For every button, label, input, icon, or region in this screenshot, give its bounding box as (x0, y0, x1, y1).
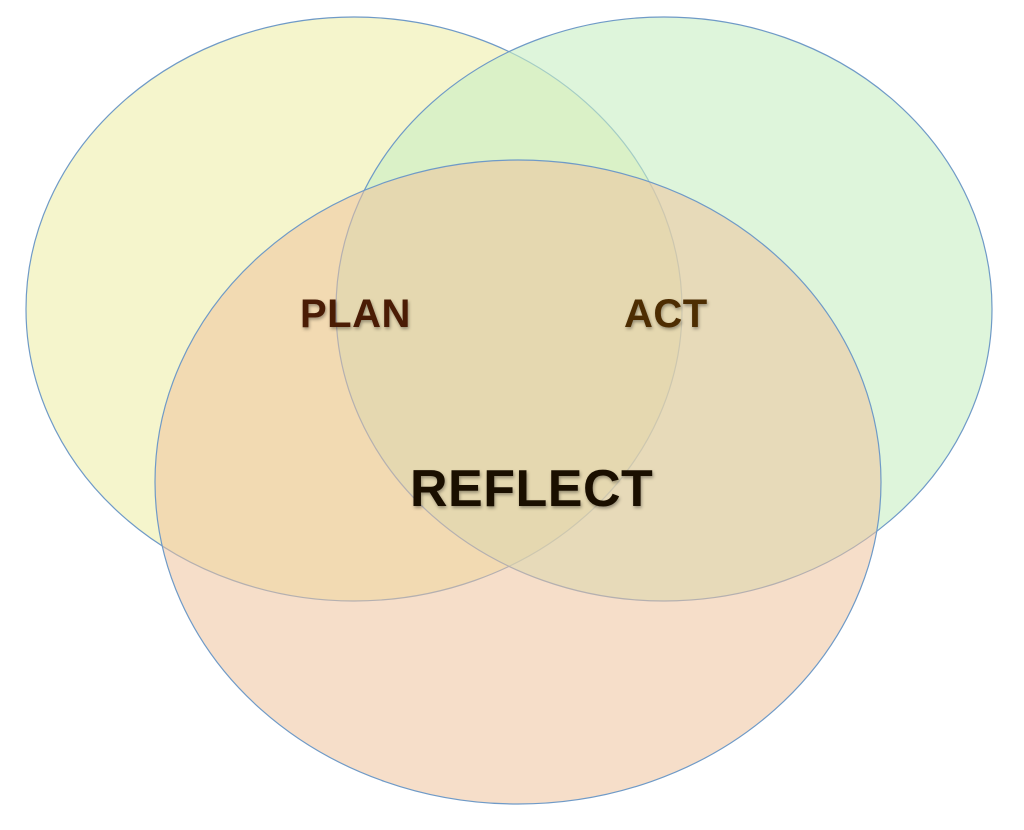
label-reflect: REFLECT (410, 460, 654, 518)
label-act: ACT (624, 292, 708, 336)
circle-reflect (154, 159, 882, 805)
label-plan: PLAN (300, 292, 411, 336)
